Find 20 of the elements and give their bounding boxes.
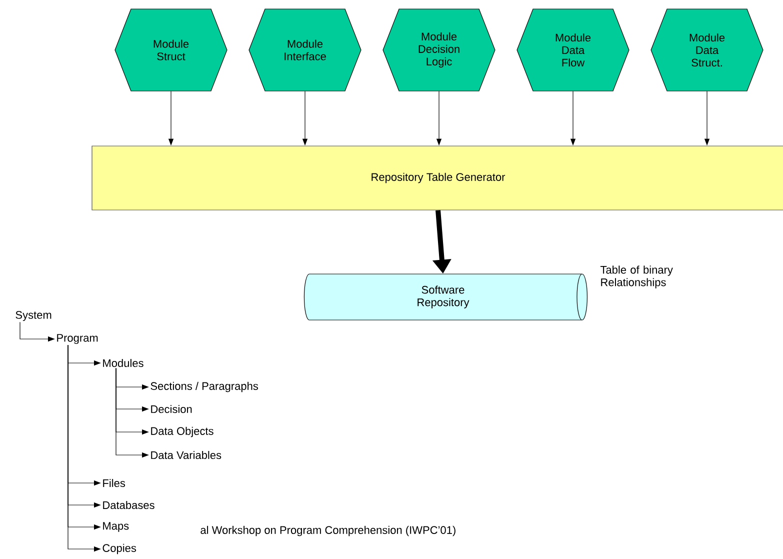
tree-item: System <box>16 311 52 321</box>
tree-item: Decision <box>151 404 192 414</box>
hexagon: Module Struct <box>114 8 228 92</box>
tree-item: Modules <box>103 358 144 368</box>
hexagon: Module Data Flow <box>516 8 630 92</box>
cylinder: Software Repository <box>304 274 588 320</box>
note-text: Table of binary Relationships <box>600 266 673 288</box>
hexagon: Module Decision Logic <box>382 8 496 92</box>
tree-item: Maps <box>103 522 129 532</box>
tree-item: Copies <box>102 544 136 554</box>
process-box: Repository Table Generator <box>92 146 783 210</box>
tree-item: Files <box>103 478 126 488</box>
footer-text: al Workshop on Program Comprehension (IWPC’01) <box>200 526 456 536</box>
hexagon: Module Interface <box>248 8 362 92</box>
tree-item: Data Objects <box>151 426 214 438</box>
tree-item: Sections / Paragraphs <box>150 382 258 392</box>
tree-item: Databases <box>103 500 154 510</box>
tree-item: Program <box>57 334 98 344</box>
hexagon: Module Data Struct. <box>650 8 764 92</box>
tree-item: Data Variables <box>151 450 222 460</box>
